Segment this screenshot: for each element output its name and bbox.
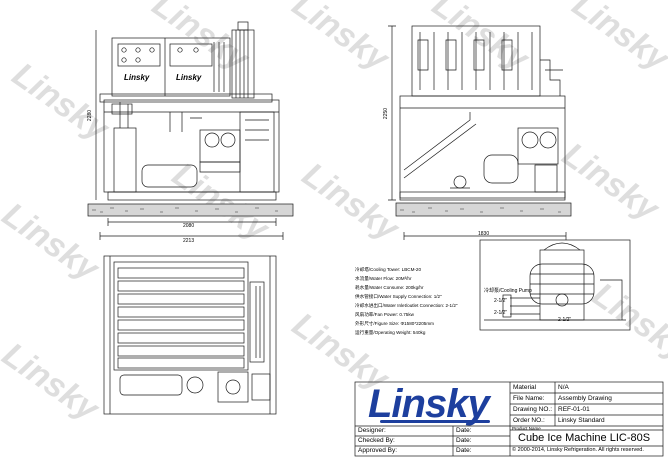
watermark-text: Linsky bbox=[585, 275, 668, 369]
watermark-text: Linsky bbox=[565, 0, 668, 80]
watermark-text: Linsky bbox=[0, 335, 107, 429]
dim-side-width: 1830 bbox=[478, 231, 490, 237]
watermark-text: Linsky bbox=[285, 0, 397, 80]
logo-swoosh bbox=[380, 420, 490, 423]
top-frame bbox=[103, 255, 277, 415]
designer-key: Designer: bbox=[358, 427, 386, 434]
copyright-text: © 2000-2014, Linsky Refrigeration. All r… bbox=[512, 447, 644, 453]
dim-front-width-inner: 2080 bbox=[183, 223, 195, 229]
cooling-tower-view bbox=[479, 239, 631, 331]
approved-by-key: Approved By: bbox=[358, 447, 398, 454]
watermark-text: Linsky bbox=[5, 55, 117, 149]
pipe-label-2: 2-1/2" bbox=[494, 310, 508, 316]
checked-by-key: Checked By: bbox=[358, 437, 395, 444]
front-lower-frame bbox=[103, 99, 280, 193]
title-block-frame bbox=[354, 381, 664, 457]
top-view bbox=[103, 255, 277, 415]
spec-operating-weight: 运行重量/Operating Weight: 540kg bbox=[355, 330, 426, 335]
side-evaporator bbox=[411, 25, 541, 97]
side-frame bbox=[399, 95, 566, 199]
spec-water-flow: 水流量/Water Flow: 20M³/hr bbox=[355, 276, 412, 281]
side-ground bbox=[395, 202, 572, 217]
spec-figure-size: 外形尺寸/Figure Size: Φ1580*2205mm bbox=[355, 321, 434, 326]
product-name-key: Product Name bbox=[512, 426, 541, 431]
approved-date-key: Date: bbox=[456, 447, 472, 454]
file-name-value: Assembly Drawing bbox=[558, 395, 612, 402]
watermark-text: Linsky bbox=[145, 0, 257, 80]
spec-cooling-tower: 冷却塔/Cooling Tower: LBCM-20 bbox=[355, 267, 422, 272]
designer-date-key: Date: bbox=[456, 427, 472, 434]
order-no-key: Order NO.: bbox=[513, 417, 545, 424]
cooling-pump-label: 冷却泵/Cooling Pump bbox=[484, 288, 532, 294]
compressor bbox=[199, 129, 241, 163]
title-block bbox=[354, 381, 664, 457]
pipe-label-1: 2-1/2" bbox=[494, 298, 508, 304]
front-view bbox=[87, 21, 294, 240]
material-key: Material bbox=[513, 384, 537, 391]
dim-side-height: 2250 bbox=[383, 107, 390, 120]
electric-cabinet bbox=[111, 37, 231, 97]
side-view bbox=[388, 25, 572, 240]
dim-front-height: 2280 bbox=[87, 109, 94, 122]
linsky-logo: Linsky bbox=[368, 382, 490, 426]
order-no-value: Linsky Standard bbox=[558, 417, 605, 424]
file-name-key: File Name: bbox=[513, 395, 545, 402]
tower-body bbox=[539, 249, 585, 321]
receiver-tank bbox=[113, 127, 137, 193]
side-compressor bbox=[517, 127, 559, 165]
watermark-text: Linsky bbox=[555, 135, 667, 229]
front-ground bbox=[87, 203, 294, 217]
condenser-tank bbox=[141, 164, 198, 188]
spec-water-consume: 耗水量/Water Consume: 200kg/hr bbox=[355, 285, 424, 290]
tower-frame bbox=[479, 239, 631, 331]
spec-water-inlet-outlet: 冷却水进出口/Water Inlet/outlet Connection: 2-… bbox=[355, 303, 458, 308]
watermark-text: Linsky bbox=[165, 155, 277, 249]
material-value: N/A bbox=[558, 384, 569, 391]
drawing-no-key: Drawing NO.: bbox=[513, 406, 553, 413]
watermark-text: Linsky bbox=[295, 155, 407, 249]
product-name-value: Cube Ice Machine LIC-80S bbox=[518, 432, 651, 444]
pipe-label-3: 2-1/2" bbox=[558, 317, 572, 323]
checked-date-key: Date: bbox=[456, 437, 472, 444]
cabinet-logo-2: Linsky bbox=[176, 73, 202, 82]
drawing-no-value: REF-01-01 bbox=[558, 406, 590, 413]
spec-water-supply: 供水管接口/Water Supply Connection: 1/2" bbox=[355, 294, 442, 299]
cabinet-logo-1: Linsky bbox=[124, 73, 150, 82]
spec-fan-power: 风扇功率/Fan Power: 0.75kw bbox=[355, 312, 414, 317]
dim-front-width-outer: 2213 bbox=[183, 238, 195, 244]
